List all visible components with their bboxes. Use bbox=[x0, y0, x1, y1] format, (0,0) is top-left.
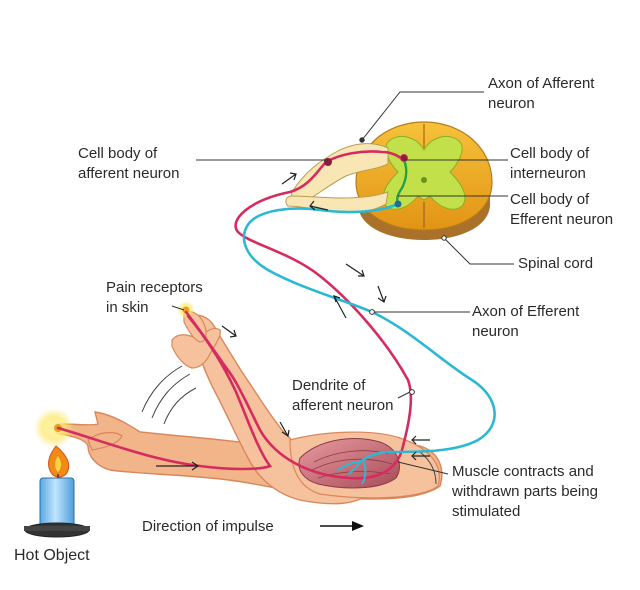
label-muscle-2: withdrawn parts being bbox=[451, 483, 598, 500]
candle-body bbox=[39, 477, 75, 527]
label-axon-efferent-2: neuron bbox=[472, 323, 519, 340]
label-cell-body-efferent-1: Cell body of bbox=[510, 191, 590, 208]
cell-body-efferent bbox=[394, 200, 402, 208]
label-axon-afferent-1: Axon of Afferent bbox=[488, 75, 595, 92]
label-muscle-3: stimulated bbox=[452, 503, 520, 520]
label-cell-body-efferent-2: Efferent neuron bbox=[510, 211, 613, 228]
leader-lines bbox=[171, 91, 514, 475]
label-axon-afferent-2: neuron bbox=[488, 95, 535, 112]
efferent-neuron-path bbox=[242, 202, 496, 464]
label-cell-body-interneuron-1: Cell body of bbox=[510, 145, 590, 162]
label-dendrite-afferent-1: Dendrite of bbox=[292, 377, 366, 394]
label-muscle-1: Muscle contracts and bbox=[452, 463, 594, 480]
label-cell-body-afferent-2: afferent neuron bbox=[78, 165, 179, 182]
direction-arrow bbox=[320, 521, 364, 531]
label-hot-object: Hot Object bbox=[14, 547, 90, 564]
label-direction-of-impulse: Direction of impulse bbox=[142, 518, 274, 535]
spinal-cord bbox=[355, 121, 493, 240]
impulse-arrows bbox=[156, 172, 430, 471]
label-pain-receptors-1: Pain receptors bbox=[106, 279, 203, 296]
lower-thumb bbox=[87, 431, 123, 451]
label-axon-efferent-1: Axon of Efferent bbox=[472, 303, 580, 320]
label-cell-body-interneuron-2: interneuron bbox=[510, 165, 586, 182]
cell-body-afferent bbox=[324, 158, 332, 166]
interneuron bbox=[396, 159, 408, 205]
pain-receptor-dot bbox=[182, 306, 190, 314]
label-spinal-cord: Spinal cord bbox=[518, 255, 593, 272]
label-dendrite-afferent-2: afferent neuron bbox=[292, 397, 393, 414]
label-pain-receptors-2: in skin bbox=[106, 299, 149, 316]
candle-illustration bbox=[24, 408, 90, 538]
label-cell-body-afferent-1: Cell body of bbox=[78, 145, 158, 162]
